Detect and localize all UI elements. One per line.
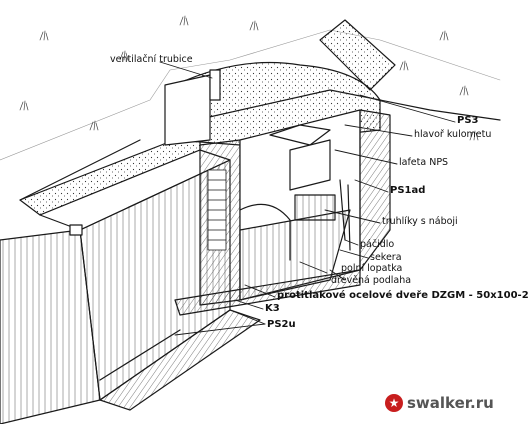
star-icon: ★ [385, 394, 403, 412]
label-k3: K3 [265, 303, 280, 314]
watermark: ★ swalker.ru [385, 394, 494, 412]
label-dome-cover: hlavoř kulometu [414, 129, 492, 140]
label-shovel: polní lopatka [341, 263, 403, 274]
label-pressure-door: protitlakové ocelové dveře DZGM - 50x100… [277, 290, 529, 301]
label-ammo-boxes: truhlíky s náboji [382, 216, 458, 227]
label-axe: sekera [370, 252, 402, 263]
trench [0, 129, 261, 424]
label-ps2u: PS2u [267, 319, 296, 330]
leader-lines [159, 61, 456, 336]
watermark-text: swalker.ru [407, 394, 494, 412]
label-ventilation-pipe: ventilační trubice [110, 54, 193, 65]
label-pick: páčidlo [360, 239, 395, 250]
bunker-cutaway-drawing [0, 15, 501, 424]
label-wooden-floor: dřevěná podlaha [331, 275, 412, 286]
label-ps3: PS3 [457, 115, 479, 126]
label-nps-mount: lafeta NPS [399, 157, 449, 168]
diagram-canvas: ventilační trubice PS3 hlavoř kulometu l… [0, 15, 529, 424]
bunker-block [164, 19, 396, 316]
label-ps1ad: PS1ad [390, 185, 426, 196]
